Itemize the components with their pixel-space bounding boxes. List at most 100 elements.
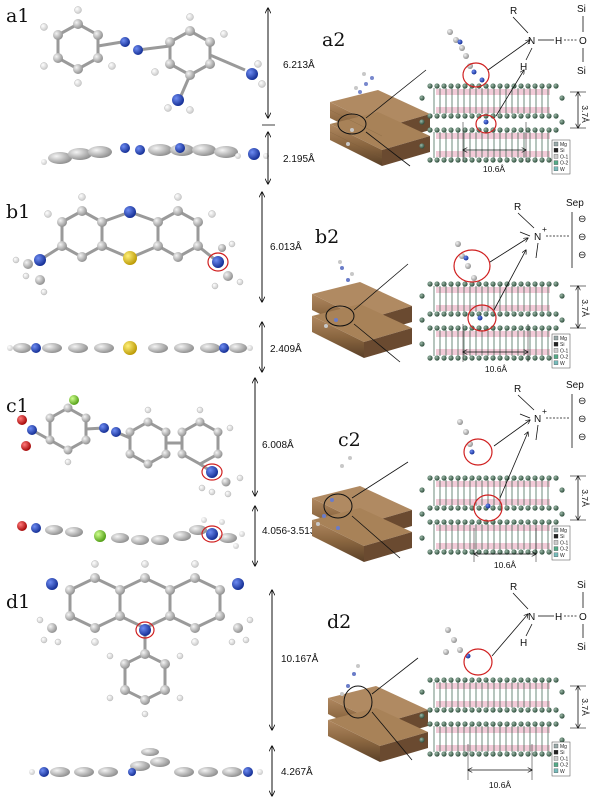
bond-n: N — [534, 414, 541, 425]
legend-label: W — [560, 361, 565, 367]
framework-atom — [525, 127, 531, 133]
framework-atom — [518, 751, 524, 757]
legend-swatch — [553, 148, 559, 153]
framework-atom — [546, 311, 552, 317]
framework-atom — [490, 475, 496, 481]
legend-label: W — [560, 553, 565, 559]
framework-atom — [419, 119, 425, 125]
framework-atom — [476, 751, 482, 757]
framework-atom — [504, 677, 510, 683]
bond-h-below: H — [520, 62, 527, 73]
framework-atom — [455, 355, 461, 361]
framework-atom — [490, 751, 496, 757]
framework-atom — [448, 325, 454, 331]
framework-atom — [469, 751, 475, 757]
framework-atom — [504, 707, 510, 713]
framework-atom — [553, 505, 559, 511]
framework-atom — [462, 707, 468, 713]
panel-b1-label: b1 — [6, 201, 30, 223]
legend-swatch — [553, 141, 559, 147]
framework-atom — [539, 475, 545, 481]
hbond-scheme-d: R N H O Si Si H — [510, 580, 587, 653]
framework-atom — [462, 505, 468, 511]
framework-atom — [518, 505, 524, 511]
framework-atom — [469, 281, 475, 287]
framework-atom — [462, 325, 468, 331]
framework-atom — [483, 157, 489, 163]
thickness-dimension-c: 4.056-3.513Å — [262, 524, 322, 537]
framework-atom — [525, 475, 531, 481]
framework-atom — [504, 83, 510, 89]
bond-sep: Sep — [566, 198, 584, 209]
framework-atom — [497, 677, 503, 683]
framework-atom — [427, 281, 433, 287]
framework-atom — [469, 707, 475, 713]
framework-atom — [441, 157, 447, 163]
legend-label: Mg — [560, 336, 567, 342]
framework-atom — [553, 475, 559, 481]
framework-atom — [511, 751, 517, 757]
dimension-b1: 6.013Å 2.409Å — [262, 192, 302, 372]
framework-atom — [441, 127, 447, 133]
framework-atom — [497, 475, 503, 481]
framework-atom — [462, 475, 468, 481]
bond-h: H — [555, 612, 562, 623]
framework-atom — [497, 707, 503, 713]
framework-atom — [448, 677, 454, 683]
framework-atom — [532, 83, 538, 89]
framework-atom — [559, 737, 565, 743]
molecule-c1-top-view — [17, 395, 244, 498]
negative-charge: ⊖ — [578, 214, 586, 225]
framework-atom — [434, 127, 440, 133]
framework-atom — [546, 677, 552, 683]
framework-atom — [462, 281, 468, 287]
framework-atom — [559, 317, 565, 323]
framework-atom — [427, 325, 433, 331]
bond-o: O — [579, 612, 587, 623]
framework-atom — [427, 677, 433, 683]
framework-atom — [525, 519, 531, 525]
block-stack-d2 — [328, 657, 428, 762]
framework-atom — [518, 519, 524, 525]
framework-atom — [539, 549, 545, 555]
framework-atom — [539, 311, 545, 317]
framework-atom — [511, 311, 517, 317]
octahedral-sheet — [436, 499, 550, 505]
framework-atom — [419, 689, 425, 695]
legend-swatch — [553, 750, 559, 755]
framework-atom — [462, 113, 468, 119]
framework-atom — [434, 311, 440, 317]
framework-atom — [518, 281, 524, 287]
octahedral-sheet — [436, 745, 550, 751]
framework-atom — [448, 707, 454, 713]
framework-atom — [511, 721, 517, 727]
thickness-dimension-a: 2.195Å — [283, 152, 315, 165]
framework-atom — [434, 677, 440, 683]
panel-a1-label: a1 — [6, 5, 29, 27]
framework-atom — [497, 311, 503, 317]
framework-atom — [419, 511, 425, 517]
molecule-c1-side-view — [17, 517, 245, 549]
legend-label: Si — [560, 148, 564, 154]
legend-label: O-2 — [560, 355, 569, 361]
framework-atom — [427, 83, 433, 89]
framework-atom — [504, 751, 510, 757]
framework-atom — [448, 519, 454, 525]
framework-atom — [497, 83, 503, 89]
framework-atom — [532, 311, 538, 317]
framework-atom — [518, 311, 524, 317]
framework-atom — [511, 281, 517, 287]
legend-swatch — [553, 527, 559, 533]
framework-atom — [483, 355, 489, 361]
framework-atom — [455, 519, 461, 525]
framework-atom — [469, 325, 475, 331]
framework-atom — [441, 325, 447, 331]
height-dimension-c: 6.008Å — [262, 438, 294, 451]
bond-r: R — [514, 384, 521, 395]
adsorbate-d2 — [443, 614, 528, 676]
framework-d2 — [419, 677, 565, 757]
legend-label: O-1 — [560, 348, 569, 354]
